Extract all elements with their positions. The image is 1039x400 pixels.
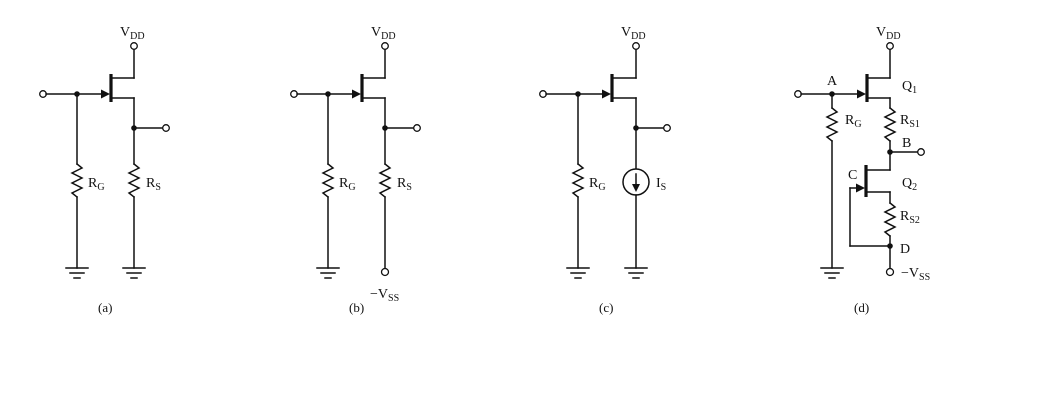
resistor-rg (70, 162, 84, 199)
q2-label: Q2 (902, 176, 917, 193)
is-label: IS (656, 176, 666, 193)
neg-supply-terminal (380, 267, 390, 277)
gate-arrow-icon (101, 89, 110, 99)
resistor-rs (378, 162, 392, 199)
current-source-icon (622, 168, 650, 196)
node-d-label: D (900, 242, 910, 257)
output-terminal (663, 124, 671, 132)
vdd-terminal (632, 42, 640, 50)
ground-icon (566, 267, 590, 279)
caption: (d) (854, 300, 869, 315)
resistor-rg (571, 162, 585, 199)
rg-label: RG (339, 176, 356, 193)
output-terminal (413, 124, 421, 132)
rg-label: RG (845, 113, 862, 130)
circuit-c: VDD RG IS (c) (539, 25, 671, 315)
resistor-rg (321, 162, 335, 199)
ground-icon (820, 267, 844, 279)
gate-arrow-icon (857, 89, 866, 99)
circuit-b: VDD RG RS −VSS (b) (290, 25, 421, 315)
resistor-rg (825, 106, 839, 143)
caption: (b) (349, 300, 364, 315)
rg-label: RG (88, 176, 105, 193)
ground-icon (65, 267, 89, 279)
caption: (c) (599, 300, 613, 315)
ground-icon (122, 267, 146, 279)
vdd-label: VDD (120, 25, 145, 42)
vdd-label: VDD (621, 25, 646, 42)
vss-label: −VSS (370, 287, 399, 304)
node-c-label: C (848, 168, 857, 183)
gate-arrow-icon (602, 89, 611, 99)
vdd-label: VDD (876, 25, 901, 42)
vdd-terminal (381, 42, 389, 50)
rg-label: RG (589, 176, 606, 193)
output-terminal-b (917, 148, 925, 156)
circuit-a: VDD RG RS (a) (39, 25, 170, 315)
resistor-rs (127, 162, 141, 199)
resistor-rs2 (883, 201, 897, 238)
neg-supply-terminal (885, 267, 895, 277)
output-terminal (162, 124, 170, 132)
vss-label: −VSS (901, 266, 930, 283)
gate-arrow-icon (352, 89, 361, 99)
q1-label: Q1 (902, 79, 917, 96)
circuit-d: VDD A RG Q1 RS1 B C Q2 RS2 D −VSS (d) (794, 25, 930, 315)
rs1-label: RS1 (900, 113, 920, 130)
node-b-label: B (902, 136, 911, 151)
gate-arrow-icon (856, 183, 865, 193)
vdd-label: VDD (371, 25, 396, 42)
caption: (a) (98, 300, 112, 315)
rs-label: RS (397, 176, 412, 193)
rs2-label: RS2 (900, 209, 920, 226)
rs-label: RS (146, 176, 161, 193)
ground-icon (316, 267, 340, 279)
ground-icon (624, 267, 648, 279)
node-a-label: A (827, 74, 838, 89)
resistor-rs1 (883, 106, 897, 143)
vdd-terminal (886, 42, 894, 50)
vdd-terminal (130, 42, 138, 50)
